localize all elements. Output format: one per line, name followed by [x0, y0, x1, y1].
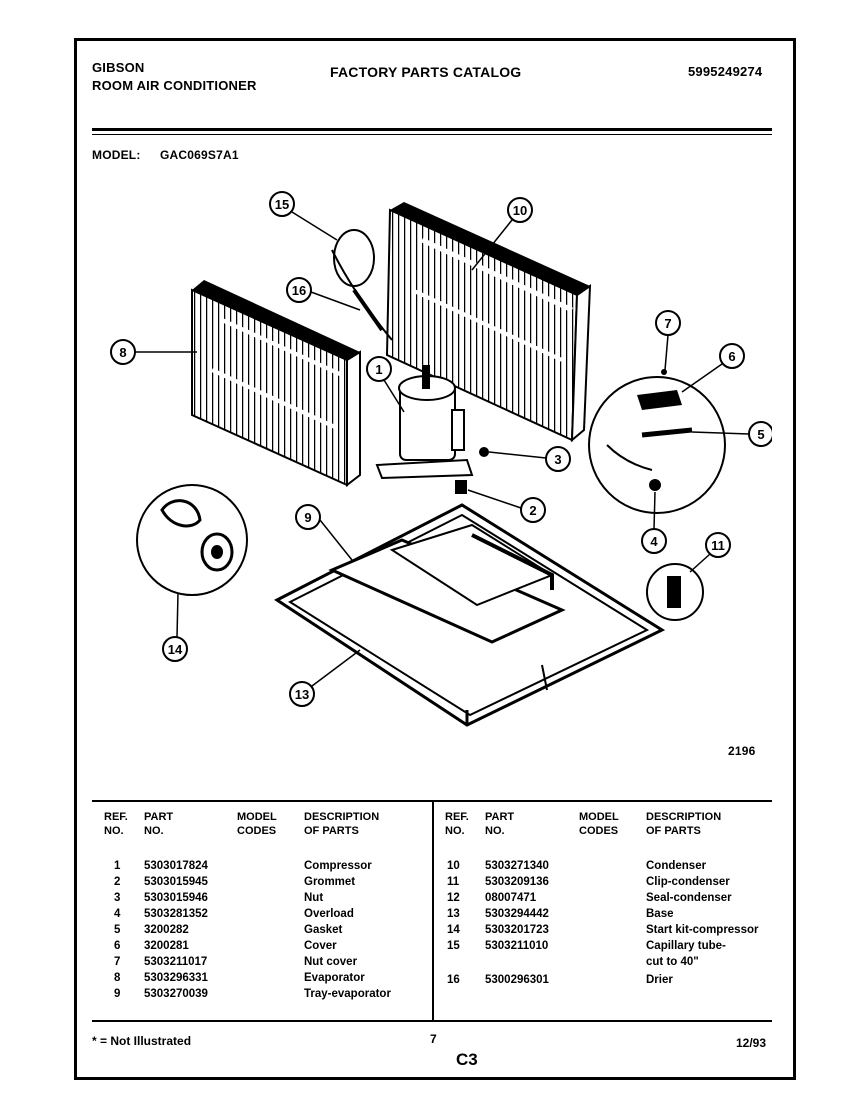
callout-15: 15: [269, 191, 338, 241]
gasket: [641, 427, 693, 438]
callout-2: 2: [467, 489, 546, 523]
nut: [479, 447, 489, 457]
overload: [649, 479, 661, 491]
svg-text:13: 13: [295, 687, 309, 702]
grommet: [455, 480, 467, 494]
footer-mark: 7: [430, 1032, 437, 1046]
callout-10: 10: [471, 197, 533, 271]
callout-1: 1: [366, 356, 405, 413]
col-ref-right: REF.NO.: [445, 811, 469, 837]
compressor: [375, 365, 474, 480]
catalog-date: 12/93: [736, 1036, 767, 1050]
evaporator-coil: [191, 280, 361, 488]
table-divider: [432, 802, 434, 1020]
svg-text:15: 15: [275, 197, 289, 212]
svg-text:5: 5: [757, 427, 764, 442]
svg-text:4: 4: [650, 534, 658, 549]
callout-9: 9: [295, 504, 353, 561]
svg-text:16: 16: [292, 283, 306, 298]
catalog-number: 5995249274: [688, 64, 763, 79]
clip-condenser: [667, 576, 681, 608]
svg-text:10: 10: [513, 203, 527, 218]
model-label: MODEL:: [92, 148, 141, 162]
brand-name: GIBSON: [92, 60, 145, 75]
svg-text:7: 7: [664, 316, 671, 331]
callout-8: 8: [110, 339, 197, 365]
svg-text:6: 6: [728, 349, 735, 364]
drier: [352, 288, 384, 332]
svg-text:2: 2: [529, 503, 536, 518]
page-number: C3: [456, 1050, 478, 1069]
header-rule-thin: [92, 134, 772, 135]
col-ref-left: REF.NO.: [104, 811, 128, 837]
capillary-tube: [333, 229, 375, 287]
svg-text:1: 1: [375, 362, 382, 377]
overload-cover: [637, 390, 682, 410]
header-rule-thick: [92, 128, 772, 131]
callout-3: 3: [488, 446, 571, 472]
svg-text:3: 3: [554, 452, 561, 467]
callout-5: 5: [691, 421, 772, 447]
catalog-title: FACTORY PARTS CATALOG: [330, 64, 522, 80]
evaporator-tray: [328, 523, 566, 644]
callout-6: 6: [681, 343, 745, 393]
svg-text:11: 11: [711, 538, 725, 553]
overload-detail-circle: [588, 376, 726, 514]
callout-13: 13: [289, 649, 361, 707]
svg-text:9: 9: [304, 510, 311, 525]
exploded-parts-diagram: 15 16 10 8 1 7 6 5 3 2 4 11 9 14 13: [110, 191, 772, 727]
start-kit-detail-circle: [136, 484, 248, 596]
model-value: GAC069S7A1: [160, 148, 239, 162]
product-name: ROOM AIR CONDITIONER: [92, 78, 257, 93]
svg-text:8: 8: [119, 345, 126, 360]
callout-16: 16: [286, 277, 361, 311]
callout-11: 11: [689, 532, 731, 573]
svg-text:14: 14: [168, 642, 183, 657]
callout-4: 4: [641, 491, 667, 554]
page-frame: [74, 38, 796, 1080]
nut-cover: [661, 369, 667, 375]
figure-number: 2196: [728, 744, 756, 758]
callout-14: 14: [162, 592, 188, 662]
not-illustrated-note: * = Not Illustrated: [92, 1034, 192, 1048]
callout-7: 7: [655, 310, 681, 371]
